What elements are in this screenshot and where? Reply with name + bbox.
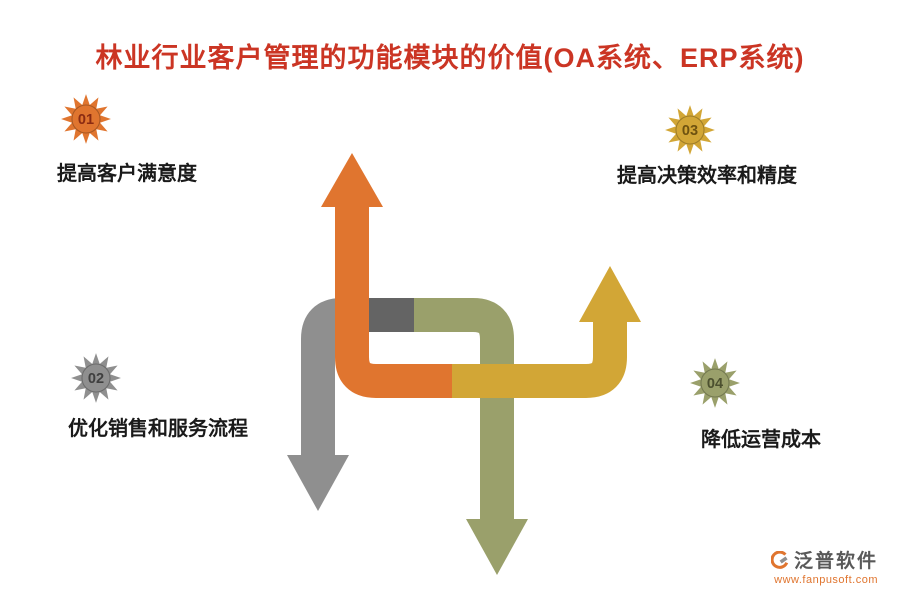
badge-01: 01 — [59, 92, 113, 146]
item-label-02: 优化销售和服务流程 — [68, 418, 248, 440]
watermark-brand-row: 泛普软件 — [770, 546, 878, 573]
arrow-down-left-head — [287, 455, 349, 511]
item-label-01: 提高客户满意度 — [57, 163, 197, 185]
starburst-icon: 04 — [690, 358, 740, 408]
arrow-gray-dark-segment — [368, 298, 416, 332]
badge-number: 01 — [78, 112, 94, 128]
starburst-center — [675, 115, 705, 145]
arrow-down-right-head — [466, 519, 528, 575]
starburst-icon: 02 — [71, 353, 121, 403]
item-label-03: 提高决策效率和精度 — [617, 165, 797, 187]
starburst-icon: 01 — [61, 94, 111, 144]
starburst-center — [700, 368, 730, 398]
arrow-up-right-pipe — [448, 320, 627, 398]
starburst-icon: 03 — [665, 105, 715, 155]
watermark-brand: 泛普软件 — [793, 551, 878, 572]
badge-number: 02 — [88, 371, 104, 387]
arrow-up-right-head — [579, 266, 641, 322]
item-label-04: 降低运营成本 — [701, 429, 821, 451]
watermark: 泛普软件 www.fanpusoft.com — [770, 546, 878, 586]
badge-number: 04 — [707, 376, 723, 392]
fanpu-logo-icon — [770, 550, 789, 569]
starburst-center — [71, 104, 101, 134]
arrow-up-left-pipe — [335, 203, 452, 398]
badge-number: 03 — [682, 123, 698, 139]
badge-04: 04 — [688, 356, 742, 410]
watermark-url: www.fanpusoft.com — [774, 574, 878, 586]
arrow-down-right-pipe — [414, 298, 514, 521]
arrow-up-left-head — [321, 153, 383, 207]
badge-02: 02 — [69, 351, 123, 405]
badge-03: 03 — [663, 103, 717, 157]
starburst-center — [81, 363, 111, 393]
page-title: 林业行业客户管理的功能模块的价值(OA系统、ERP系统) — [95, 43, 805, 73]
